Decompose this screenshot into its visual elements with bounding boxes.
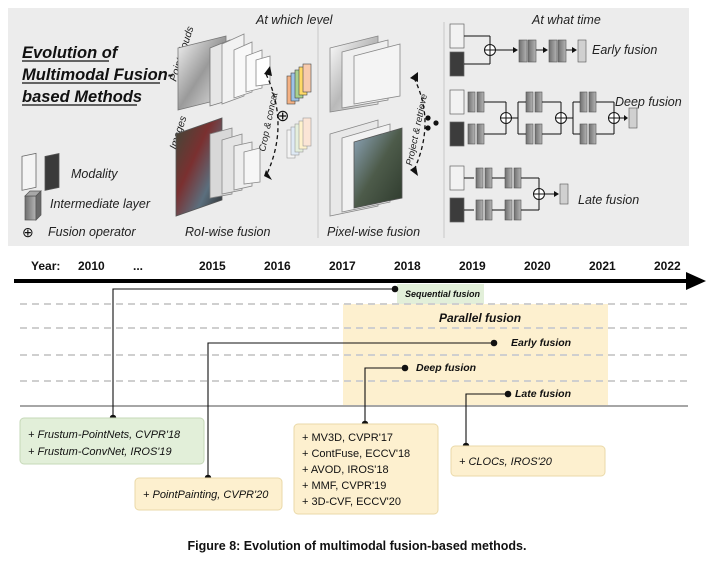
year-2022: 2022 xyxy=(654,259,681,273)
method-clocs: + CLOCs, IROS'20 xyxy=(459,456,553,468)
late-fusion-label: Late fusion xyxy=(578,193,639,207)
intermediate-layer-icon xyxy=(24,190,42,221)
connectors xyxy=(112,288,508,478)
timeline-arrowhead xyxy=(686,272,706,290)
year-2021: 2021 xyxy=(589,259,616,273)
sequential-methods-box: + Frustum-PointNets, CVPR'18 + Frustum-C… xyxy=(19,417,205,465)
title-line-3: based Methods xyxy=(22,88,142,106)
title-line-2: Multimodal Fusion- xyxy=(22,66,174,84)
pixel-wise-point-stack xyxy=(329,35,401,113)
legend-intermediate-label: Intermediate layer xyxy=(50,197,151,211)
roi-feature-colored xyxy=(286,63,312,105)
method-mmf: + MMF, CVPR'19 xyxy=(302,480,386,492)
year-2016: 2016 xyxy=(264,259,291,273)
crop-concat-arrowhead xyxy=(264,66,272,76)
project-retrieve-arrow xyxy=(413,77,426,171)
sequential-fusion-label: Sequential fusion xyxy=(405,289,481,299)
deep-fusion-band-label: Deep fusion xyxy=(416,362,476,374)
title-line-1: Evolution of xyxy=(22,44,119,62)
at-what-time-header: At what time xyxy=(531,13,601,27)
early-fusion-label: Early fusion xyxy=(592,43,657,57)
legend-fusion-operator-label: Fusion operator xyxy=(48,225,136,239)
image-stack xyxy=(175,117,261,217)
retrieved-points-icon xyxy=(425,115,439,131)
year-2020: 2020 xyxy=(524,259,551,273)
point-cloud-stack xyxy=(177,33,271,111)
roi-fusion-operator: ⊕ xyxy=(276,108,289,125)
method-3d-cvf: + 3D-CVF, ECCV'20 xyxy=(302,496,401,508)
method-frustum-convnet: + Frustum-ConvNet, IROS'19 xyxy=(28,446,172,458)
late-methods-box: + CLOCs, IROS'20 xyxy=(450,445,606,477)
early-fusion-diagram xyxy=(449,23,587,77)
legend: Modality Intermediate layer ⊕ Fusion ope… xyxy=(21,152,151,240)
figure-caption: Figure 8: Evolution of multimodal fusion… xyxy=(188,539,527,553)
method-contfuse: + ContFuse, ECCV'18 xyxy=(302,448,410,460)
method-frustum-pointnets: + Frustum-PointNets, CVPR'18 xyxy=(28,429,181,441)
method-pointpainting: + PointPainting, CVPR'20 xyxy=(143,489,269,501)
year-2017: 2017 xyxy=(329,259,356,273)
crop-concat-arrow xyxy=(265,73,279,177)
method-mv3d: + MV3D, CVPR'17 xyxy=(302,432,393,444)
year-ellipsis: ... xyxy=(133,259,143,273)
method-avod: + AVOD, IROS'18 xyxy=(302,464,389,476)
year-label: Year: xyxy=(31,259,60,273)
year-2010: 2010 xyxy=(78,259,105,273)
pixel-wise-fusion-label: Pixel-wise fusion xyxy=(327,225,420,239)
legend-modality-label: Modality xyxy=(71,167,118,181)
early-methods-box: + PointPainting, CVPR'20 xyxy=(134,477,283,511)
deep-fusion-label: Deep fusion xyxy=(615,95,682,109)
year-ticks: 2010 ... 2015 2016 2017 2018 2019 2020 2… xyxy=(78,259,681,273)
year-2018: 2018 xyxy=(394,259,421,273)
sequential-fusion-band xyxy=(397,284,484,304)
late-fusion-diagram xyxy=(449,165,569,223)
band-guides xyxy=(20,303,690,382)
early-fusion-band-label: Early fusion xyxy=(511,337,571,349)
pixel-wise-image-stack xyxy=(329,119,403,217)
fusion-operator-icon: ⊕ xyxy=(22,224,34,240)
deep-fusion-diagram xyxy=(449,89,638,147)
year-2019: 2019 xyxy=(459,259,486,273)
late-fusion-band-label: Late fusion xyxy=(515,388,571,400)
at-which-level-header: At which level xyxy=(255,13,334,27)
year-2015: 2015 xyxy=(199,259,226,273)
parallel-fusion-label: Parallel fusion xyxy=(439,311,521,325)
roi-wise-fusion-label: RoI-wise fusion xyxy=(185,225,270,239)
roi-feature-pale xyxy=(286,117,312,159)
modality-icon xyxy=(21,152,60,191)
deep-methods-box: + MV3D, CVPR'17 + ContFuse, ECCV'18 + AV… xyxy=(293,423,439,515)
